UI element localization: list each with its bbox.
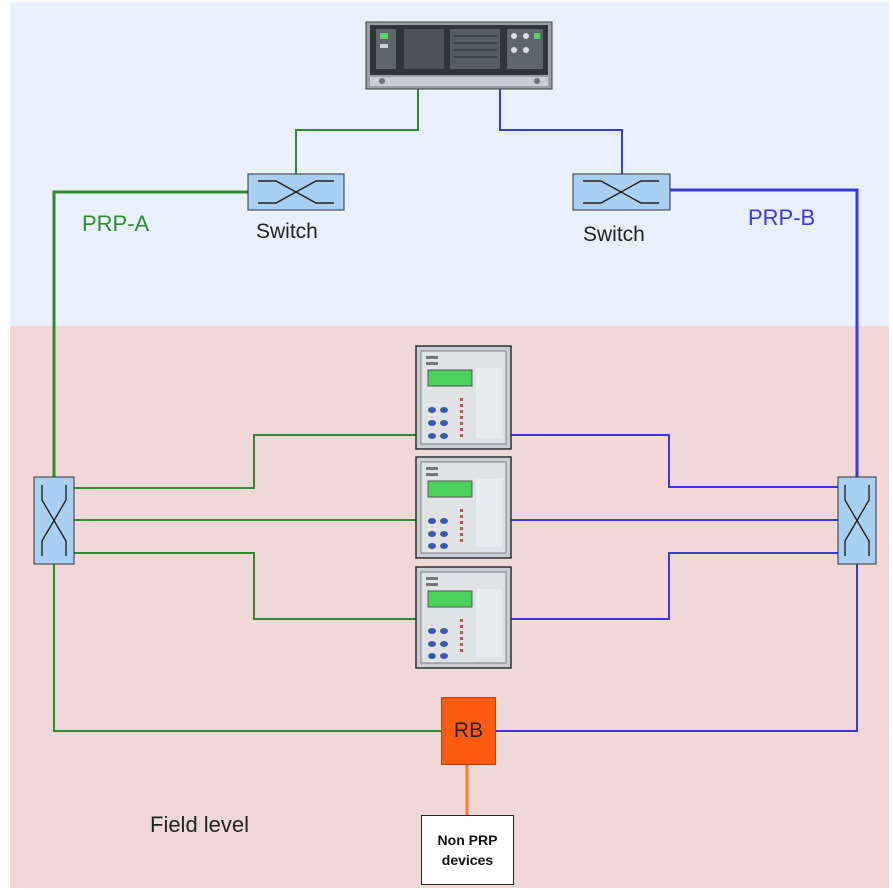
non-prp-devices-label: Non PRP devices: [437, 832, 498, 868]
prp-a-links: [52, 88, 441, 732]
link-switch-b-field-switch-b: [670, 188, 859, 478]
switch-b-label: Switch: [583, 223, 645, 246]
field-switch-a-icon: [33, 476, 75, 565]
relay-2-icon: [415, 456, 512, 559]
switch-a-icon: [247, 173, 345, 211]
link-rb-field-switch-b: [496, 563, 858, 732]
relay-1-icon: [415, 345, 512, 450]
switch-a-label: Switch: [256, 220, 318, 243]
redundancy-box: RB: [441, 697, 496, 765]
non-prp-devices-box: Non PRP devices: [421, 815, 514, 885]
link-field-switch-a-relay-1: [74, 434, 416, 489]
prp-b-label: PRP-B: [748, 205, 816, 230]
link-field-switch-a-relay-3: [74, 552, 416, 620]
field-level-label: Field level: [150, 812, 250, 837]
link-relay-3-field-switch-b: [510, 552, 838, 620]
field-switch-b-icon: [837, 476, 877, 565]
link-switch-a-field-switch-a: [52, 190, 248, 478]
link-relay-1-field-switch-b: [510, 434, 838, 488]
link-field-switch-a-rb: [53, 563, 441, 732]
prp-a-label: PRP-A: [82, 211, 150, 236]
link-server-switch-a: [295, 88, 419, 174]
relay-3-icon: [415, 566, 512, 669]
redundancy-box-label: RB: [453, 719, 484, 742]
prp-b-links: [496, 88, 859, 732]
rack-server-icon: [365, 21, 553, 90]
link-server-switch-b: [499, 88, 623, 174]
switch-b-icon: [572, 173, 671, 211]
